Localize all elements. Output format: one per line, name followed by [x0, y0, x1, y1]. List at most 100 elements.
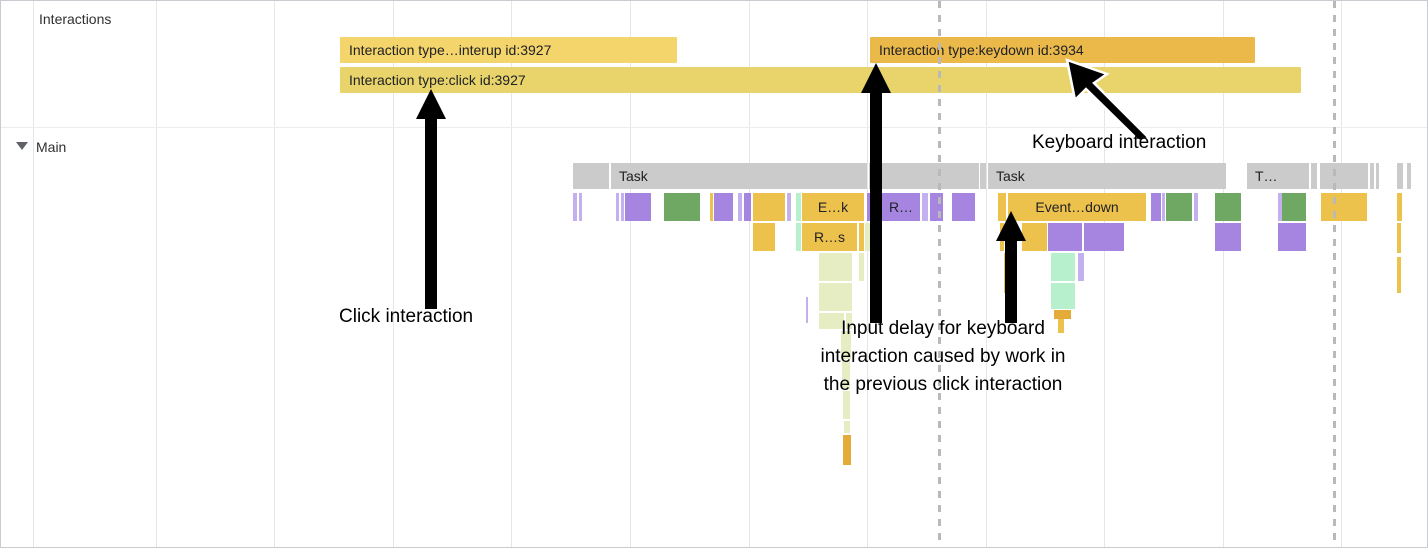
flame-task-segment[interactable]	[573, 163, 609, 189]
flame-event[interactable]	[819, 313, 844, 329]
flame-event[interactable]	[1051, 253, 1075, 281]
flame-event-eventdown[interactable]: Event…down	[1008, 193, 1146, 221]
flame-task-bar-1[interactable]: Task	[611, 163, 867, 189]
flame-event[interactable]	[806, 297, 808, 323]
flame-event[interactable]	[616, 193, 619, 221]
flame-event[interactable]	[1048, 223, 1082, 251]
flame-event[interactable]	[621, 193, 624, 221]
flame-event[interactable]	[796, 193, 801, 221]
flame-event[interactable]	[1321, 193, 1367, 221]
flame-event[interactable]	[710, 193, 713, 221]
flame-event-ek[interactable]: E…k	[802, 193, 864, 221]
gridline-v-0	[33, 1, 34, 547]
annotation-keyboard-interaction: Keyboard interaction	[1032, 132, 1207, 153]
flame-task-segment[interactable]	[1311, 163, 1317, 189]
interaction-bar-keydown[interactable]: Interaction type:keydown id:3934	[870, 37, 1255, 63]
flame-event[interactable]	[930, 193, 943, 221]
track-divider	[1, 127, 1427, 128]
gridline-v-10	[1223, 1, 1224, 547]
interaction-bar-interup[interactable]: Interaction type…interup id:3927	[340, 37, 677, 63]
gridline-v-3	[393, 1, 394, 547]
input-delay-arrow-1	[861, 63, 891, 323]
flame-event[interactable]	[1215, 223, 1241, 251]
annotation-input-delay: Input delay for keyboard interaction cau…	[783, 315, 1103, 399]
track-label-interactions: Interactions	[39, 11, 112, 27]
annotation-input-delay-line1: Input delay for keyboard	[841, 318, 1045, 339]
interaction-bar-click[interactable]: Interaction type:click id:3927	[340, 67, 1301, 93]
flame-event[interactable]	[843, 435, 851, 465]
flame-event[interactable]	[1397, 223, 1401, 253]
flame-task-segment[interactable]	[1397, 163, 1403, 189]
flame-event[interactable]	[998, 193, 1006, 221]
flame-event[interactable]	[1397, 193, 1402, 221]
gridline-v-5	[630, 1, 631, 547]
flame-event[interactable]	[819, 283, 852, 311]
flame-event[interactable]	[625, 193, 651, 221]
flame-event[interactable]	[744, 193, 751, 221]
flame-event[interactable]	[1151, 193, 1161, 221]
flame-task-segment[interactable]	[1320, 163, 1368, 189]
flame-event-r[interactable]: R…	[882, 193, 920, 221]
flame-event[interactable]	[859, 223, 864, 251]
flame-event[interactable]	[1278, 193, 1282, 221]
flame-event[interactable]	[1278, 223, 1306, 251]
gridline-v-8	[986, 1, 987, 547]
flame-event[interactable]	[1058, 319, 1064, 333]
timeline-marker-dashed-1	[938, 1, 941, 547]
keyboard-interaction-arrow	[1065, 58, 1151, 141]
flame-event[interactable]	[1022, 223, 1047, 251]
flame-event[interactable]	[714, 193, 733, 221]
flame-event[interactable]	[1054, 310, 1071, 319]
flame-event[interactable]	[1051, 283, 1075, 309]
flame-event[interactable]	[842, 361, 850, 389]
gridline-v-7	[867, 1, 868, 547]
flame-event[interactable]	[922, 193, 928, 221]
flame-event[interactable]	[664, 193, 700, 221]
gridline-v-11	[1341, 1, 1342, 547]
flame-event[interactable]	[1215, 193, 1241, 221]
annotation-input-delay-line3: the previous click interaction	[823, 374, 1063, 395]
flame-task-segment[interactable]	[1376, 163, 1379, 189]
gridline-v-4	[511, 1, 512, 547]
flame-event[interactable]	[573, 193, 577, 221]
flame-event[interactable]	[952, 193, 975, 221]
gridline-v-2	[274, 1, 275, 547]
annotation-input-delay-line2: interaction caused by work in	[820, 346, 1066, 367]
flame-task-segment[interactable]	[1407, 163, 1411, 189]
flame-event[interactable]	[1397, 257, 1401, 293]
flame-event[interactable]	[843, 391, 850, 419]
flame-event[interactable]	[796, 223, 801, 251]
gridline-v-6	[749, 1, 750, 547]
flame-event[interactable]	[859, 253, 864, 281]
flame-event[interactable]	[1282, 193, 1306, 221]
flame-event[interactable]	[787, 193, 791, 221]
annotation-click-interaction: Click interaction	[339, 306, 474, 327]
flame-task-segment[interactable]	[869, 163, 979, 189]
flame-task-bar-3[interactable]: T…	[1247, 163, 1309, 189]
timeline-marker-dashed-2	[1333, 1, 1336, 547]
flame-event[interactable]	[819, 253, 852, 281]
triangle-down-icon[interactable]	[16, 142, 28, 150]
input-delay-arrow-2	[996, 211, 1026, 323]
flame-event[interactable]	[841, 331, 851, 359]
gridline-v-1	[156, 1, 157, 547]
flame-event[interactable]	[753, 193, 785, 221]
flame-event[interactable]	[738, 193, 742, 221]
flame-task-segment[interactable]	[980, 163, 986, 189]
gridline-v-9	[1104, 1, 1105, 547]
flame-event[interactable]	[1194, 193, 1198, 221]
flame-task-bar-2[interactable]: Task	[988, 163, 1226, 189]
flame-task-segment[interactable]	[1370, 163, 1374, 189]
flame-event[interactable]	[846, 313, 852, 329]
flame-event[interactable]	[1166, 193, 1192, 221]
flame-event[interactable]	[1084, 223, 1124, 251]
flame-event[interactable]	[1162, 193, 1165, 221]
flame-event[interactable]	[1078, 253, 1084, 281]
flame-event-rs[interactable]: R…s	[802, 223, 857, 251]
flame-event[interactable]	[865, 223, 871, 251]
click-interaction-arrow	[416, 89, 446, 309]
flame-event[interactable]	[579, 193, 582, 221]
flame-event[interactable]	[844, 421, 850, 433]
flame-event[interactable]	[753, 223, 775, 251]
